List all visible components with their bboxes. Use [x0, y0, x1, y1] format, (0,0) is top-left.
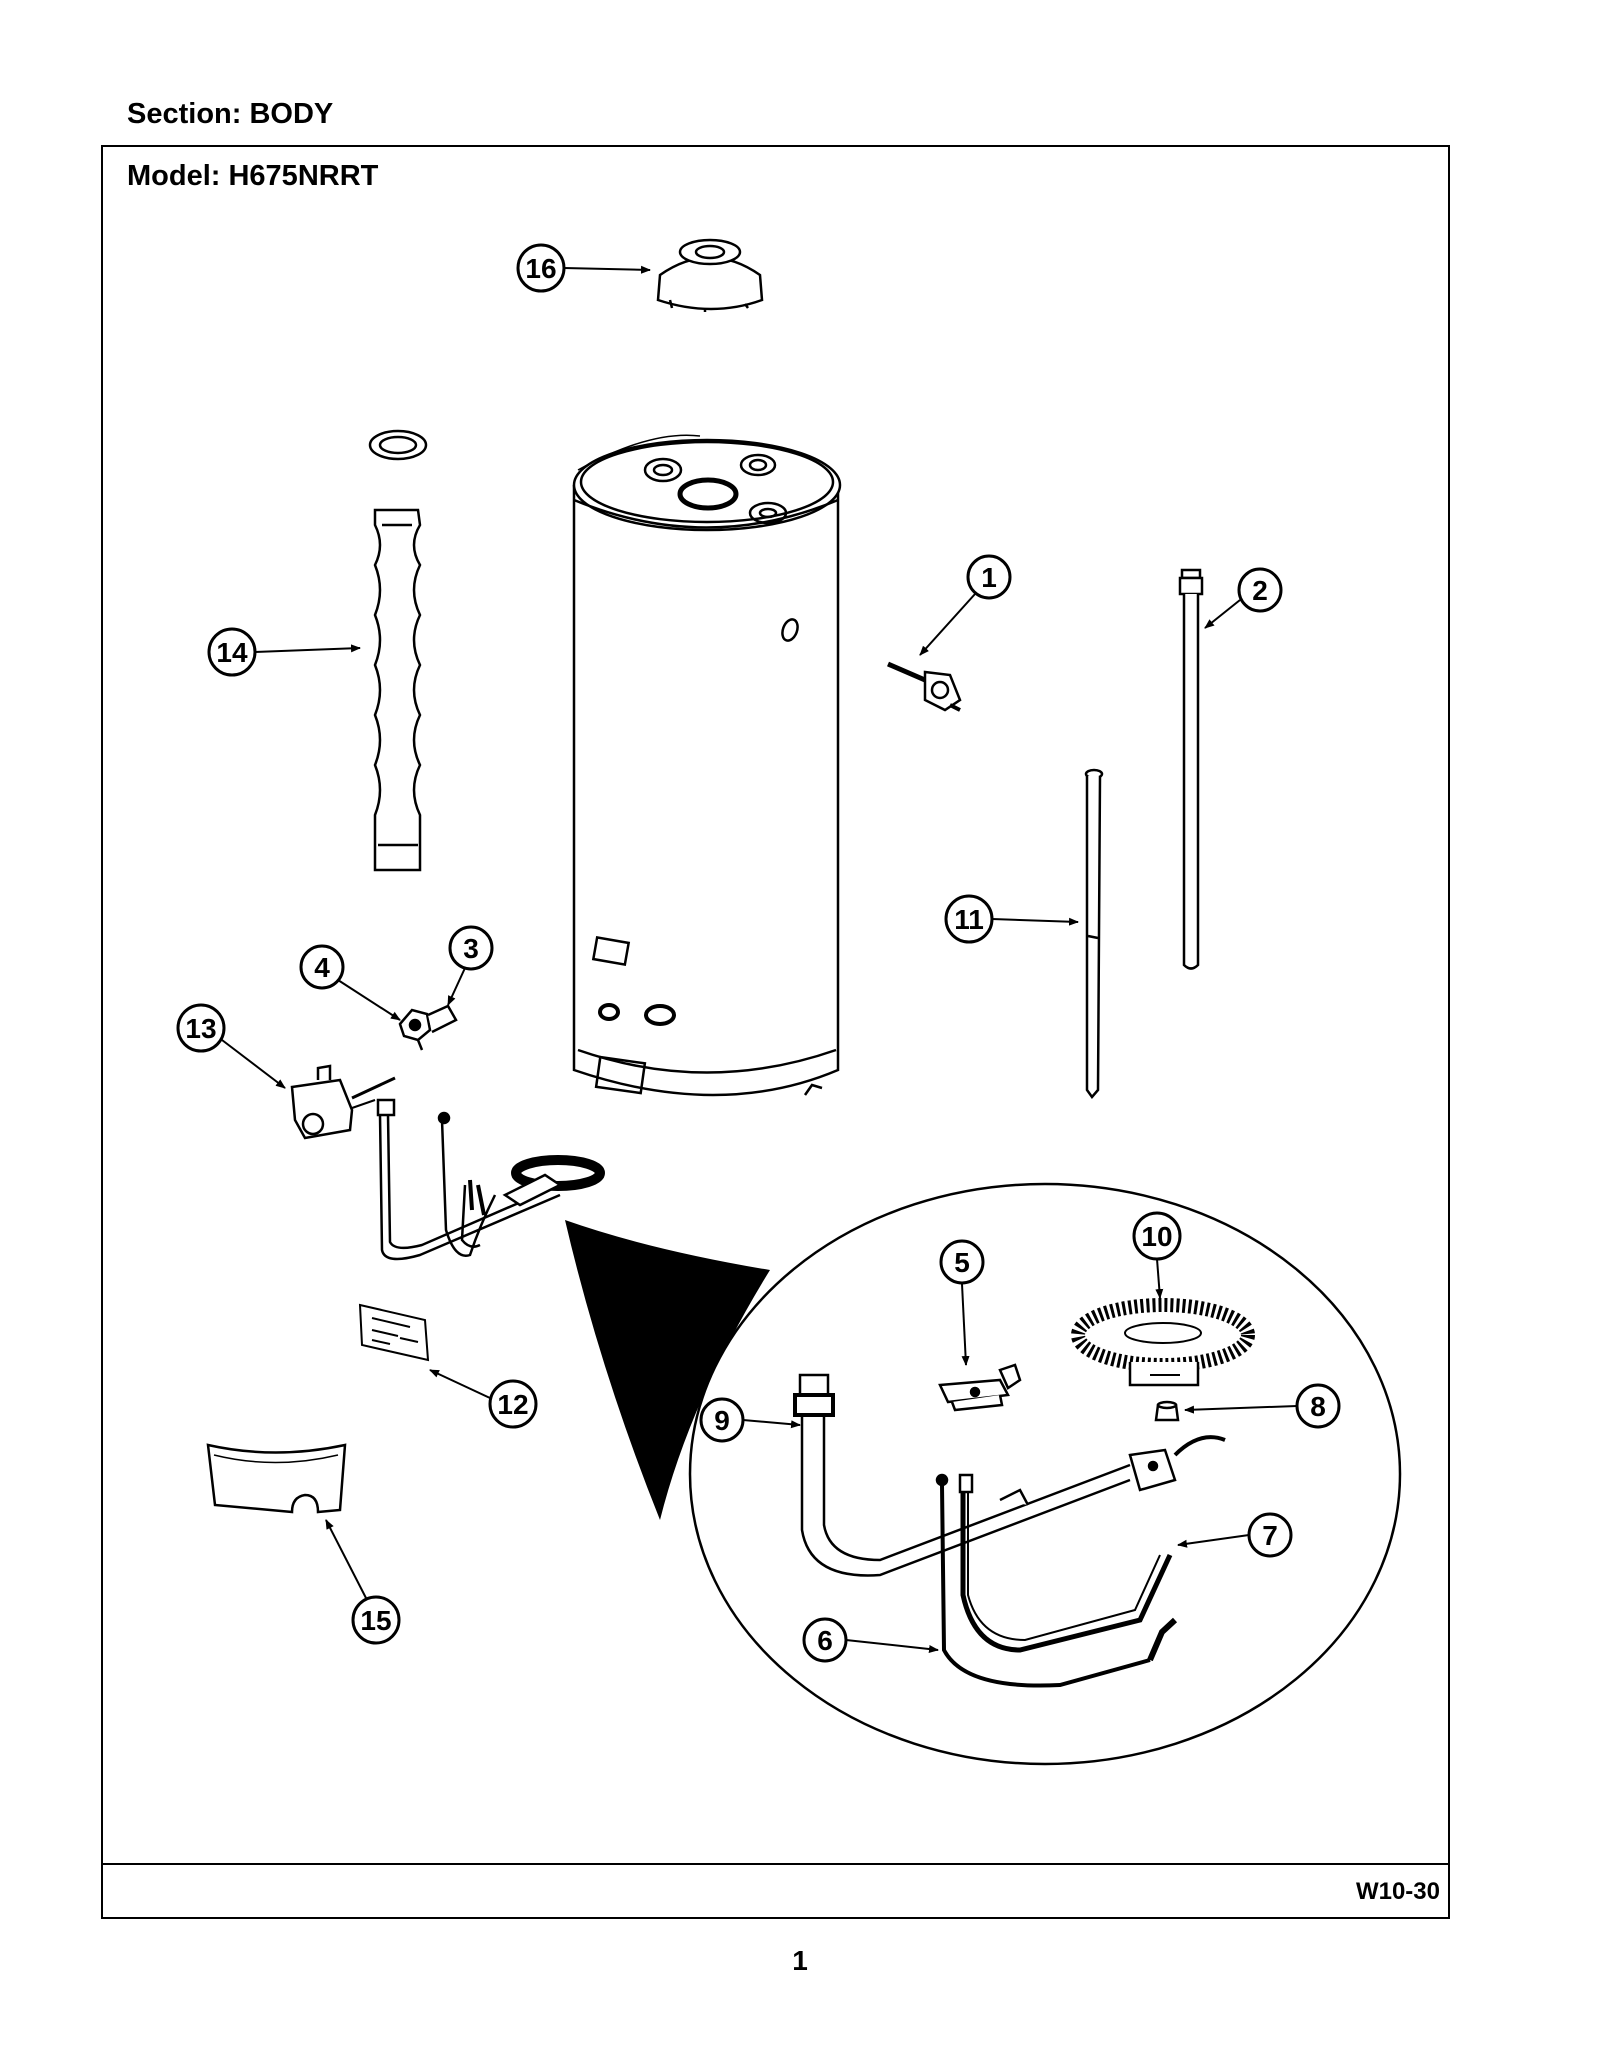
callout-number: 12	[497, 1389, 528, 1420]
burner-part	[1071, 1298, 1255, 1387]
callout-number: 13	[185, 1013, 216, 1044]
drain-valve-part	[887, 661, 962, 712]
callout-number: 15	[360, 1605, 391, 1636]
anode-rod-part	[1178, 568, 1204, 970]
callout-number: 1	[981, 562, 997, 593]
label-plate-part	[358, 1303, 430, 1362]
callout-8: 8	[1184, 1383, 1341, 1429]
pilot-bracket-part	[938, 1363, 1022, 1412]
callout-13: 13	[176, 1003, 286, 1089]
document-code: W10-30	[1355, 1878, 1440, 1905]
orifice-part	[1154, 1400, 1180, 1422]
callout-1: 1	[919, 554, 1012, 656]
callout-number: 14	[216, 637, 248, 668]
top-cap-part	[656, 238, 764, 312]
callout-9: 9	[699, 1397, 801, 1443]
callout-number: 9	[714, 1405, 730, 1436]
callout-10: 10	[1132, 1211, 1182, 1299]
callout-number: 5	[954, 1247, 970, 1278]
model-title: Model: H675NRRT	[127, 160, 379, 192]
callout-6: 6	[802, 1617, 939, 1663]
callout-number: 3	[463, 933, 479, 964]
callout-5: 5	[939, 1239, 985, 1366]
footer-divider	[101, 1863, 1450, 1865]
gas-control-valve-part	[290, 1064, 396, 1140]
detail-connector	[565, 1220, 770, 1520]
callout-number: 7	[1262, 1520, 1278, 1551]
water-heater-tank	[572, 434, 842, 1097]
callout-3: 3	[447, 925, 494, 1006]
valve-fitting-part	[398, 1004, 458, 1051]
callout-7: 7	[1177, 1512, 1293, 1558]
flue-baffle-part	[368, 429, 428, 872]
callout-number: 6	[817, 1625, 833, 1656]
callout-number: 16	[525, 253, 556, 284]
callout-4: 4	[299, 944, 401, 1021]
callout-15: 15	[325, 1519, 401, 1645]
callout-2: 2	[1204, 567, 1283, 629]
callout-12: 12	[429, 1369, 538, 1429]
callout-number: 11	[954, 904, 984, 935]
callout-number: 4	[314, 952, 330, 983]
callout-number: 8	[1310, 1391, 1326, 1422]
diagram-frame	[101, 145, 1450, 1919]
callout-14: 14	[207, 627, 361, 677]
section-title: Section: BODY	[127, 98, 334, 130]
tubing-assembly-part	[793, 1373, 1226, 1688]
exploded-parts-diagram: 1 2 3 4 5 6 7 8 9 10	[176, 238, 1402, 1766]
callout-16: 16	[516, 243, 651, 293]
burner-assembly-part	[376, 1098, 605, 1261]
access-door-part	[206, 1443, 347, 1514]
callout-number: 10	[1141, 1221, 1172, 1252]
page-number: 1	[792, 1945, 808, 1976]
dip-tube-part	[1084, 768, 1104, 1100]
detail-bubble	[688, 1182, 1402, 1766]
callout-11: 11	[944, 894, 1079, 944]
callout-number: 2	[1252, 575, 1268, 606]
